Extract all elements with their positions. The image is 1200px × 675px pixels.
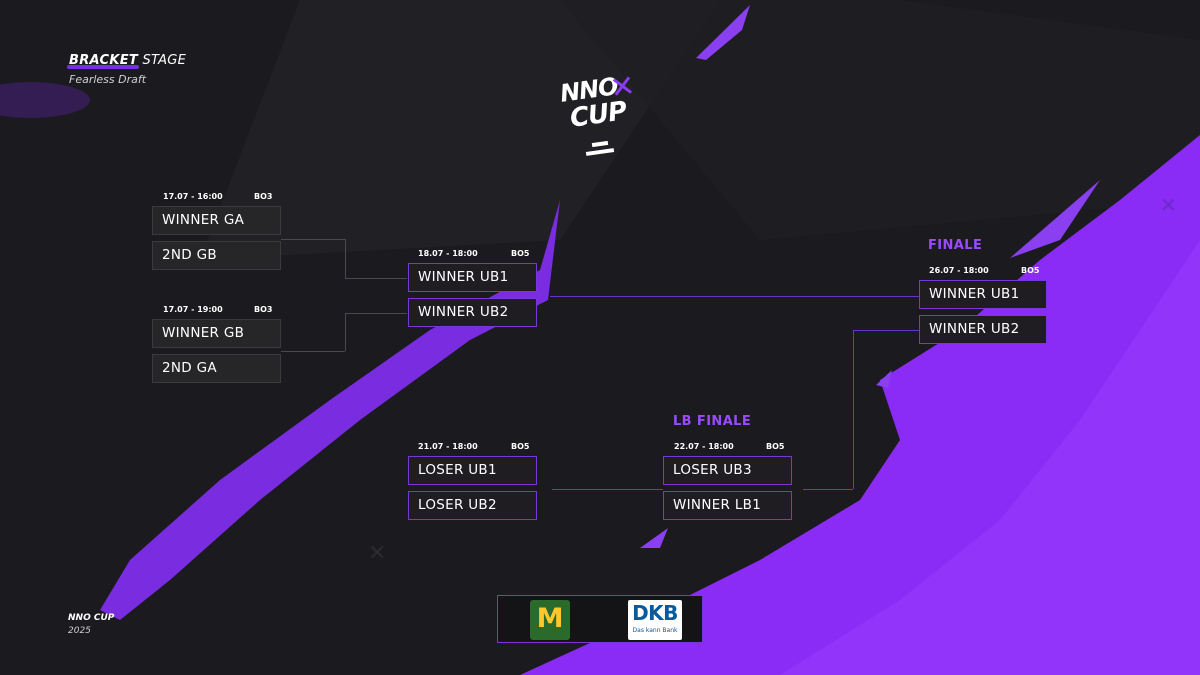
match-format: BO5 — [1021, 266, 1040, 275]
stage-title: BRACKET STAGE — [67, 53, 187, 69]
team-slot[interactable]: LOSER UB1 — [408, 456, 537, 485]
connector — [345, 313, 407, 314]
team-slot[interactable]: WINNER UB1 — [408, 263, 537, 292]
team-slot[interactable]: WINNER UB1 — [919, 280, 1047, 309]
match-format: BO5 — [511, 442, 530, 451]
connector — [345, 239, 346, 278]
match-format: BO5 — [766, 442, 785, 451]
match-datetime: 21.07 - 18:00 — [418, 442, 478, 451]
footer-year: 2025 — [68, 626, 91, 636]
match-datetime: 26.07 - 18:00 — [929, 266, 989, 275]
match-datetime: 18.07 - 18:00 — [418, 249, 478, 258]
connector — [803, 489, 853, 490]
connector — [853, 330, 919, 331]
team-slot[interactable]: WINNER UB2 — [919, 315, 1047, 344]
stage-subtitle: Fearless Draft — [69, 73, 147, 86]
round-label-finale: FINALE — [928, 238, 983, 253]
team-slot[interactable]: WINNER GA — [152, 206, 281, 235]
dkb-name: DKB — [632, 601, 678, 625]
match-datetime: 22.07 - 18:00 — [674, 442, 734, 451]
nno-cup-logo: NNO ✕ CUP — [552, 68, 648, 168]
mcdonalds-logo: M — [530, 600, 570, 640]
title-underline — [67, 65, 139, 69]
mcdonalds-arches-icon: M — [536, 603, 564, 634]
connector — [552, 489, 663, 490]
connector — [550, 296, 919, 297]
match-datetime: 17.07 - 19:00 — [163, 305, 223, 314]
match-datetime: 17.07 - 16:00 — [163, 192, 223, 201]
connector — [281, 351, 345, 352]
connector — [345, 278, 407, 279]
connector — [345, 313, 346, 351]
team-slot[interactable]: WINNER LB1 — [663, 491, 792, 520]
logo-base-bottom — [585, 148, 615, 156]
team-slot[interactable]: 2ND GB — [152, 241, 281, 270]
logo-line2: CUP — [568, 96, 629, 134]
connector — [853, 330, 854, 489]
match-format: BO3 — [254, 192, 273, 201]
title-rest: STAGE — [142, 53, 187, 68]
svg-text:✕: ✕ — [1160, 193, 1177, 217]
logo-base-top — [591, 140, 609, 148]
round-label-lb-finale: LB FINALE — [673, 414, 752, 429]
title-bold: BRACKET — [69, 53, 139, 68]
team-slot[interactable]: WINNER GB — [152, 319, 281, 348]
match-format: BO3 — [254, 305, 273, 314]
connector — [281, 239, 345, 240]
dkb-logo: DKB Das kann Bank — [628, 600, 682, 640]
team-slot[interactable]: 2ND GA — [152, 354, 281, 383]
footer-title: NNO CUP — [68, 613, 115, 623]
team-slot[interactable]: WINNER UB2 — [408, 298, 537, 327]
svg-text:✕: ✕ — [368, 541, 386, 566]
match-format: BO5 — [511, 249, 530, 258]
dkb-tagline: Das kann Bank — [632, 627, 678, 634]
team-slot[interactable]: LOSER UB3 — [663, 456, 792, 485]
sponsor-bar: M DKB Das kann Bank — [497, 595, 703, 643]
team-slot[interactable]: LOSER UB2 — [408, 491, 537, 520]
